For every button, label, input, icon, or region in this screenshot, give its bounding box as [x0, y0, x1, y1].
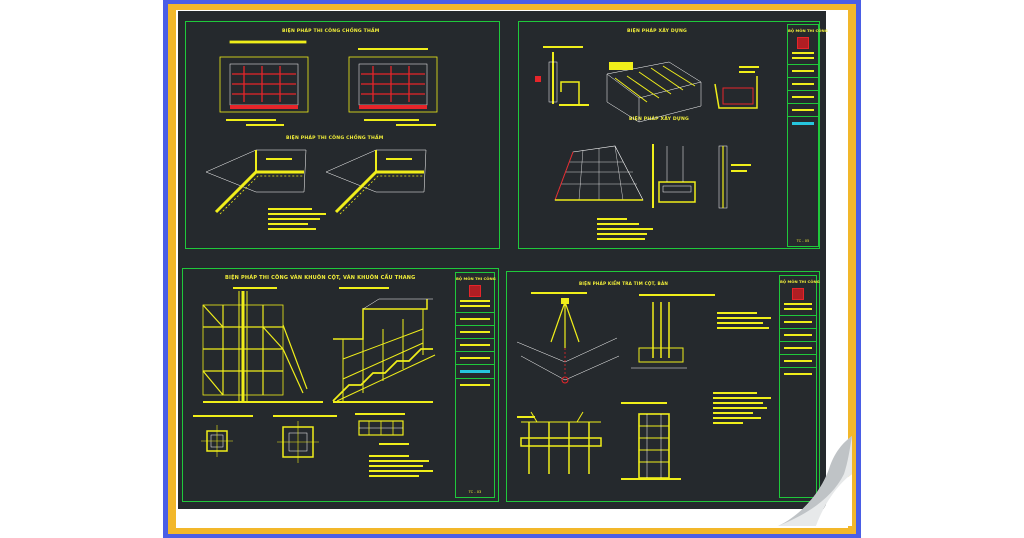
panel-waterproofing: BIỆN PHÁP THI CÔNG CHỐNG THẤM: [185, 21, 500, 249]
seal-stamp: [469, 285, 481, 297]
notes-block: [268, 208, 328, 233]
title-block-header: BỘ MÔN THI CÔNG: [456, 276, 496, 281]
sheet-number: TC - 05: [796, 239, 810, 243]
waterproofing-drawings: [205, 40, 438, 215]
panel-title: BIỆN PHÁP THI CÔNG CHỐNG THẤM: [282, 29, 380, 34]
panel-masonry: BIỆN PHÁP XÂY DỰNG BIỆN PHÁP XÂY DỰNG: [518, 21, 828, 249]
column-check-drawings: [516, 292, 715, 480]
formwork-drawings: [193, 287, 436, 463]
title-block: BỘ MÔN THI CÔNG TC - 03: [455, 272, 496, 498]
title-block: BỘ MÔN THI CÔNG TC - 05: [787, 24, 828, 247]
seal-stamp: [797, 37, 809, 49]
panel-column-stair-formwork: BIỆN PHÁP THI CÔNG VÁN KHUÔN CỘT, VÁN KH…: [182, 268, 499, 502]
panel-title: BIỆN PHÁP KIỂM TRA TIM CỘT, BẢN: [579, 281, 669, 286]
panel-title: BIỆN PHÁP THI CÔNG VÁN KHUÔN CỘT, VÁN KH…: [225, 275, 416, 281]
notes-block: [597, 218, 657, 243]
title-block-header: BỘ MÔN THI CÔNG: [780, 279, 820, 284]
title-block-header: BỘ MÔN THI CÔNG: [788, 28, 828, 33]
panel-subtitle: BIỆN PHÁP XÂY DỰNG: [629, 117, 689, 122]
cad-drawing-sheet: BIỆN PHÁP THI CÔNG CHỐNG THẤM: [178, 11, 828, 509]
title-block: BỘ MÔN THI CÔNG: [779, 275, 820, 498]
panel-title: BIỆN PHÁP XÂY DỰNG: [627, 29, 687, 34]
seal-stamp: [792, 288, 804, 300]
masonry-drawings: [535, 46, 759, 209]
sheet-number: TC - 03: [468, 490, 482, 494]
notes-block: [369, 455, 439, 480]
notes-block-lower: [713, 392, 773, 427]
panel-subtitle: BIỆN PHÁP THI CÔNG CHỐNG THẤM: [286, 136, 384, 141]
panel-column-check: BIỆN PHÁP KIỂM TRA TIM CỘT, BẢN: [506, 271, 820, 502]
notes-block-upper: [717, 312, 777, 332]
page-curl: [778, 436, 852, 526]
